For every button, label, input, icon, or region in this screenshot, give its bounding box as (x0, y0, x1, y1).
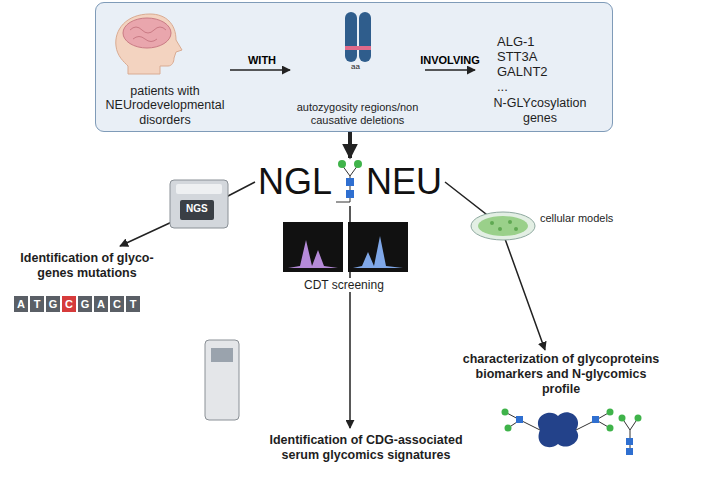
gene-list: ALG-1 STT3A GALNT2 ...N-GLYcosylation ge… (475, 10, 605, 130)
node-text: Identification of CDG-associated serum g… (252, 433, 480, 463)
dna-base: G (78, 296, 92, 312)
petri-dish (471, 212, 535, 240)
glycan-stem (336, 165, 358, 202)
dna-base: G (46, 296, 60, 312)
glycoprotein-blob (538, 412, 578, 447)
glycan-circles (502, 409, 642, 432)
dna-base: T (126, 296, 140, 312)
dna-base: A (94, 296, 108, 312)
edge-label: INVOLVING (418, 54, 482, 66)
node-text: NGL (258, 161, 332, 202)
chromatid (345, 12, 357, 62)
chromatid (359, 12, 371, 62)
glycan-branches (505, 412, 638, 450)
chromosome-band (345, 46, 371, 50)
node-text: Identification of glyco-genes mutations (10, 251, 164, 281)
glcnac-square (346, 190, 354, 198)
connector-arrow (120, 182, 255, 246)
node-text: N-GLYcosylation genes (475, 96, 605, 126)
node-text: ALG-1 STT3A GALNT2 ... (497, 34, 548, 94)
node-text: NEU (366, 161, 442, 202)
mass-spectrometer-panel (211, 348, 233, 362)
mass-spectrometer (205, 340, 239, 420)
connector-arrow (445, 182, 545, 350)
brain-illustration (123, 18, 171, 48)
cells (490, 220, 518, 231)
allele-label: aa (351, 62, 360, 71)
model-label: cellular models (540, 212, 613, 224)
glcnac-square (346, 178, 354, 186)
cdt-peaks (353, 236, 403, 268)
method-label: CDT screening (302, 278, 386, 292)
dna-base: A (14, 296, 28, 312)
cdt-panel (348, 222, 408, 272)
outcome-text: Identification of glyco-genes mutations (8, 246, 166, 286)
panel-ground (95, 2, 613, 132)
cdt-peaks (288, 240, 338, 268)
node-text: autozygosity regions/non causative delet… (290, 101, 425, 127)
dna-base: T (30, 296, 44, 312)
connector-arrow (230, 69, 290, 71)
mannose-circle (354, 160, 362, 168)
machine-label: NGS (186, 203, 208, 214)
ngs-machine (170, 180, 228, 228)
connector-arrow (425, 69, 475, 71)
project-logo: NGL NEU (255, 158, 445, 206)
mannose-circle (338, 160, 346, 168)
node-text: characterization of glycoproteins biomar… (460, 352, 662, 397)
edge-label: WITH (246, 54, 278, 66)
ngs-lid (176, 184, 222, 194)
outcome-text: characterization of glycoproteins biomar… (458, 350, 664, 399)
outcome-text: Identification of CDG-associated serum g… (250, 428, 482, 468)
brain-folds (130, 27, 166, 42)
head-illustration (116, 14, 182, 74)
node-text: patients with NEUrodevelopmental disorde… (100, 84, 230, 127)
cell-culture (478, 216, 528, 236)
cdt-panel (283, 222, 343, 272)
dna-base: C (62, 296, 76, 312)
patient-group: patients with NEUrodevelopmental disorde… (100, 10, 230, 130)
glycan-squares (516, 416, 633, 455)
ngs-screen (180, 200, 214, 220)
dna-base: C (110, 296, 124, 312)
connector-arrow (348, 132, 352, 158)
